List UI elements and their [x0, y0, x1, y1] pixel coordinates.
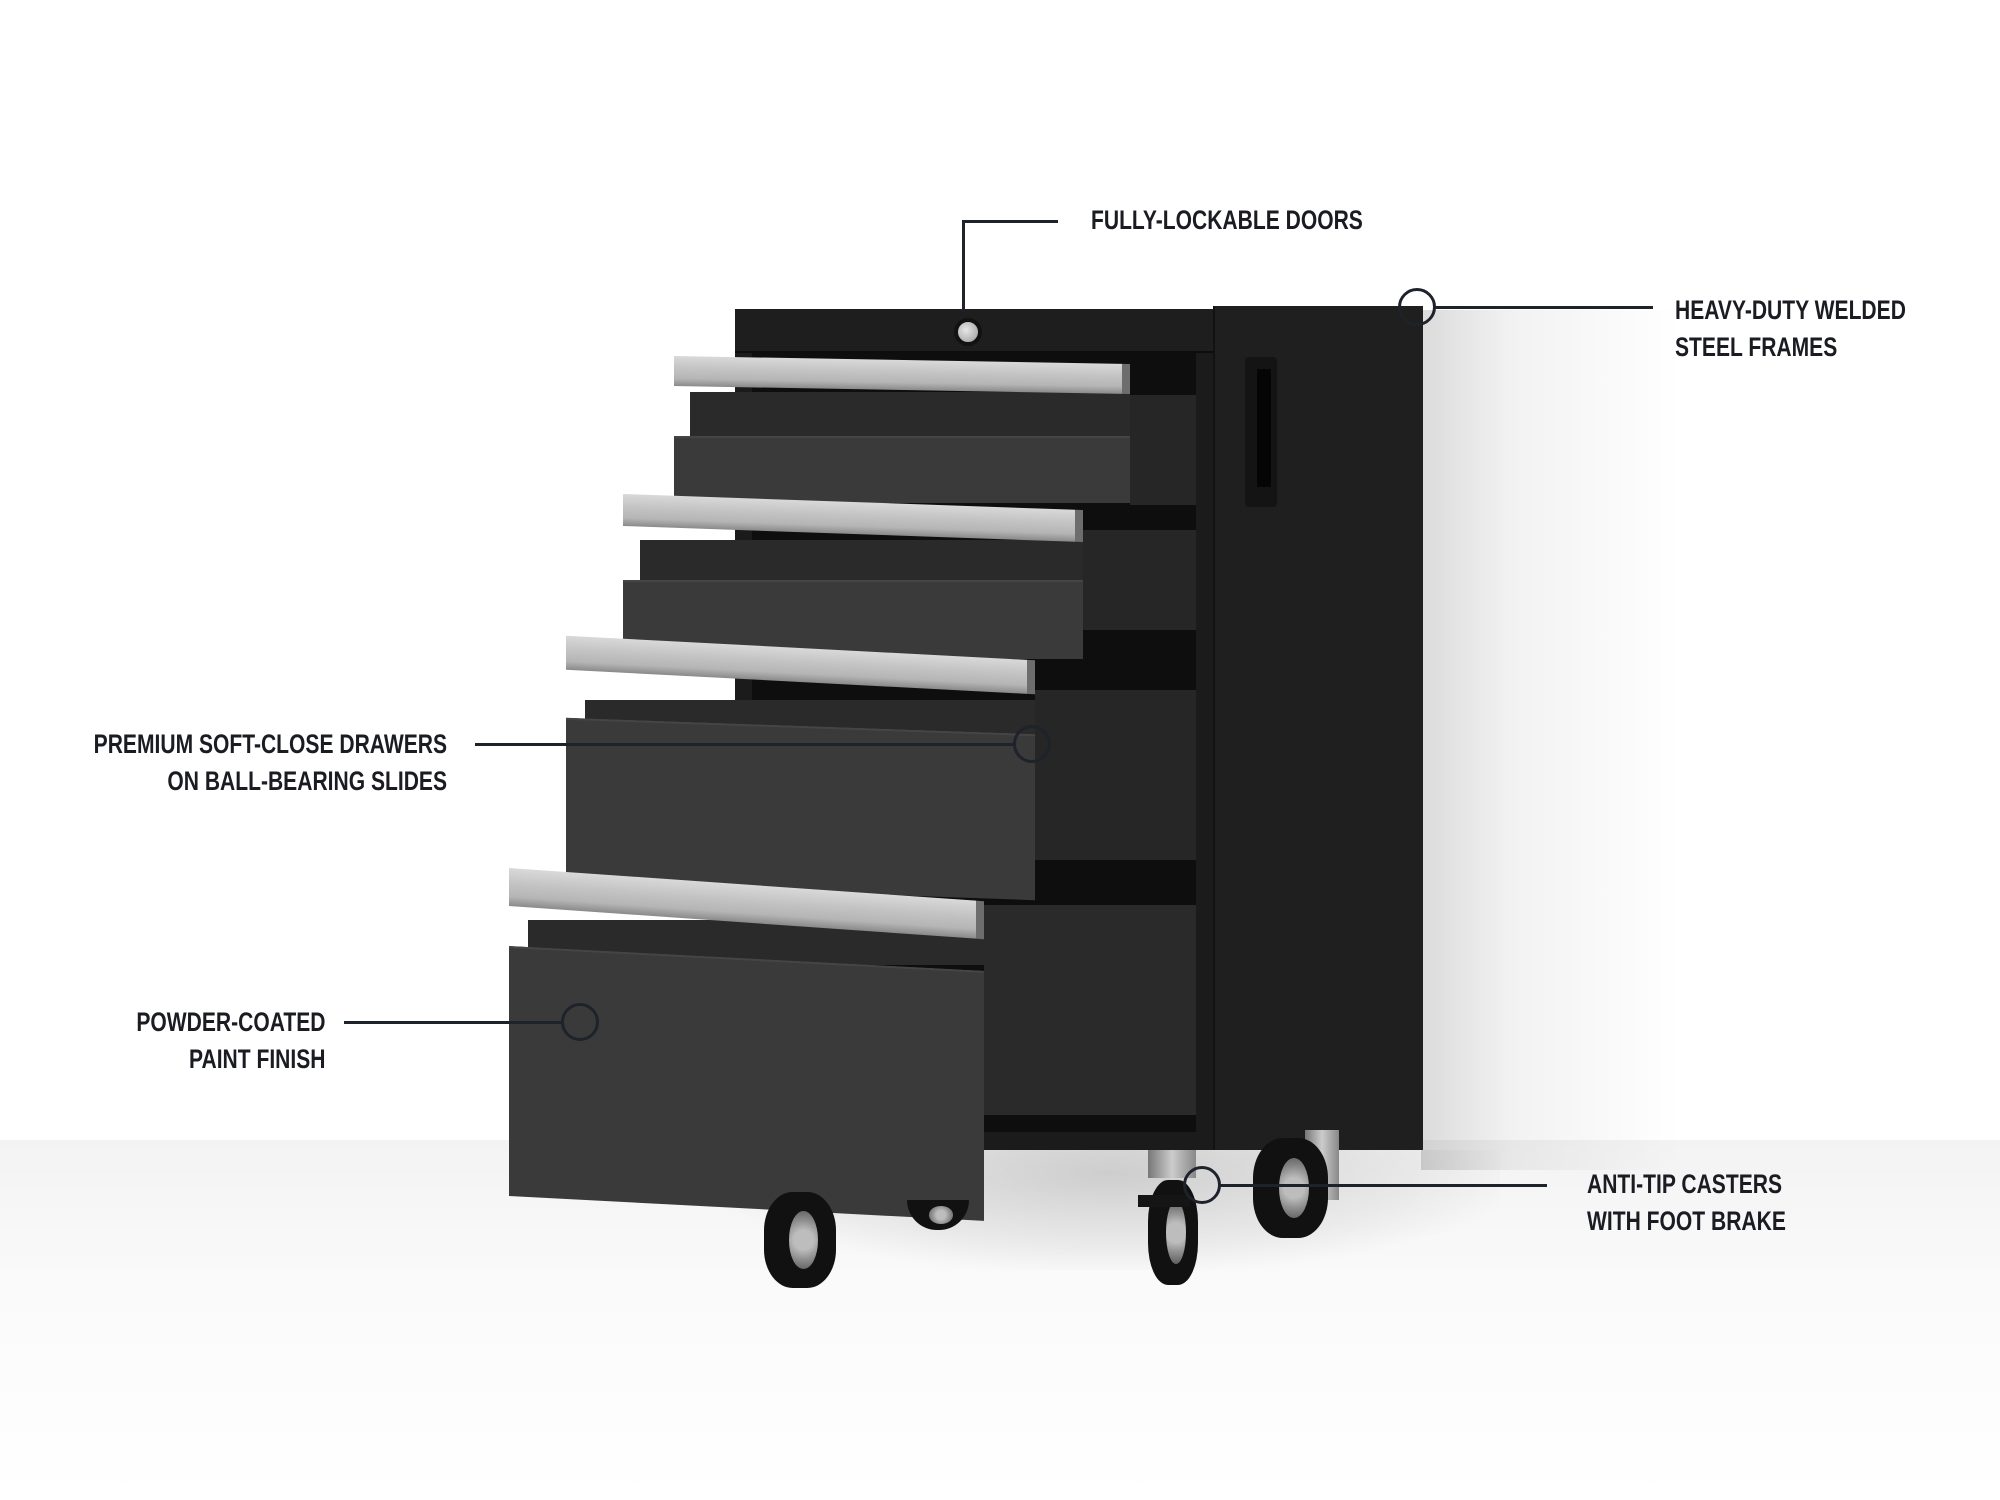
drawer-slide — [1083, 530, 1196, 630]
finish-marker — [561, 1003, 599, 1041]
callout-text-line: ON BALL-BEARING SLIDES — [167, 766, 447, 796]
leader-line — [475, 743, 1015, 746]
side-handle — [1245, 357, 1277, 507]
frame-corner-marker — [1398, 288, 1436, 326]
callout-label: ANTI-TIP CASTERS WITH FOOT BRAKE — [1587, 1166, 1786, 1240]
callout-text-line: STEEL FRAMES — [1675, 332, 1838, 362]
callout-text-line: PAINT FINISH — [188, 1044, 326, 1074]
drawer-4-front — [509, 946, 984, 1221]
leader-line — [1435, 306, 1653, 309]
slide-marker — [1013, 725, 1051, 763]
caster-wheel-front-left — [764, 1192, 836, 1288]
drawer-slide — [984, 905, 1196, 1115]
callout-text-line: ANTI-TIP CASTERS — [1587, 1169, 1783, 1199]
callout-text-line: POWDER-COATED — [135, 1007, 325, 1037]
drawer-2-side — [640, 540, 1083, 585]
wall-shadow — [1421, 310, 1681, 1170]
leader-line — [344, 1021, 562, 1024]
caster-wheel-rear-right — [1253, 1138, 1328, 1238]
callout-label: POWDER-COATED PAINT FINISH — [136, 1004, 325, 1078]
callout-text-line: HEAVY-DUTY WELDED — [1675, 295, 1906, 325]
floor — [0, 1140, 2000, 1500]
callout-label: PREMIUM SOFT-CLOSE DRAWERS ON BALL-BEARI… — [94, 726, 447, 800]
leader-line — [962, 220, 965, 312]
callout-label: HEAVY-DUTY WELDED STEEL FRAMES — [1675, 292, 1906, 366]
leader-line — [962, 220, 1058, 223]
callout-label: FULLY-LOCKABLE DOORS — [1091, 202, 1363, 239]
drawer-slide — [1035, 690, 1196, 860]
lock-icon — [954, 318, 982, 346]
caster-marker — [1183, 1166, 1221, 1204]
callout-text-line: FULLY-LOCKABLE DOORS — [1091, 205, 1363, 235]
leader-line — [1220, 1184, 1547, 1187]
drawer-slide — [1130, 395, 1196, 505]
drawer-1-side — [690, 392, 1130, 442]
callout-text-line: WITH FOOT BRAKE — [1587, 1206, 1786, 1236]
foot-brake-pedal — [1138, 1195, 1190, 1207]
drawer-1-front — [674, 436, 1130, 503]
callout-text-line: PREMIUM SOFT-CLOSE DRAWERS — [93, 729, 447, 759]
